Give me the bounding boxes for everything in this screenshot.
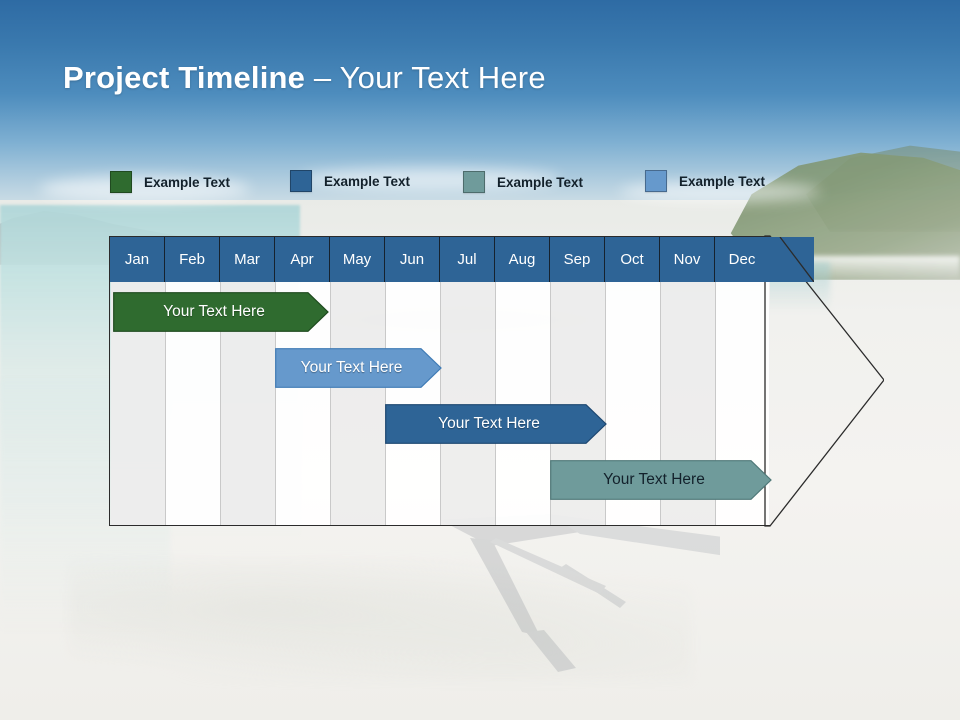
timeline-column-mar (220, 238, 275, 525)
month-header-jul[interactable]: Jul (439, 237, 494, 282)
timeline-column-jan (111, 238, 165, 525)
legend-item-green[interactable]: Example Text (110, 171, 230, 193)
month-header-feb[interactable]: Feb (164, 237, 219, 282)
month-header-row: Jan Feb Mar Apr May Jun Jul Aug Sep Oct … (110, 237, 769, 282)
timeline-column-jul (440, 238, 495, 525)
timeline-bar-label: Your Text Here (300, 359, 403, 376)
legend-label: Example Text (144, 174, 231, 190)
legend-item-dark-blue[interactable]: Example Text (290, 170, 410, 192)
legend-label: Example Text (324, 173, 411, 189)
month-header-nov[interactable]: Nov (659, 237, 714, 282)
month-header-sep[interactable]: Sep (549, 237, 604, 282)
background-cloud (620, 182, 820, 202)
legend-swatch-teal-icon (463, 171, 485, 193)
background-cloud (40, 176, 250, 202)
legend-label: Example Text (679, 173, 766, 189)
background-cloud (300, 168, 560, 190)
legend-swatch-dark-blue-icon (290, 170, 312, 192)
legend: Example Text Example Text Example Text E… (110, 170, 830, 196)
month-header-jan[interactable]: Jan (110, 237, 164, 282)
legend-label: Example Text (497, 174, 584, 190)
month-header-oct[interactable]: Oct (604, 237, 659, 282)
timeline-bar-dark-blue[interactable]: Your Text Here (385, 404, 607, 444)
month-header-jun[interactable]: Jun (384, 237, 439, 282)
timeline-bar-light-blue[interactable]: Your Text Here (275, 348, 442, 388)
timeline-bar-teal[interactable]: Your Text Here (550, 460, 772, 500)
legend-swatch-light-blue-icon (645, 170, 667, 192)
background-sand-ripples (70, 560, 690, 680)
timeline-bar-green[interactable]: Your Text Here (113, 292, 329, 332)
month-header-apr[interactable]: Apr (274, 237, 329, 282)
background-chair-shadow (430, 512, 720, 687)
month-header-aug[interactable]: Aug (494, 237, 549, 282)
timeline-bar-label: Your Text Here (438, 415, 540, 432)
page-title-light: – Your Text Here (305, 60, 546, 95)
timeline-bar-label: Your Text Here (163, 303, 265, 320)
month-header-dec[interactable]: Dec (714, 237, 769, 282)
month-header-mar[interactable]: Mar (219, 237, 274, 282)
month-header-may[interactable]: May (329, 237, 384, 282)
timeline-chart: Jan Feb Mar Apr May Jun Jul Aug Sep Oct … (109, 235, 884, 527)
page-title-strong: Project Timeline (63, 60, 306, 95)
timeline-bar-label: Your Text Here (603, 471, 705, 488)
page-title: Project Timeline – Your Text Here (63, 60, 546, 96)
timeline-column-feb (165, 238, 220, 525)
legend-swatch-green-icon (110, 171, 132, 193)
legend-item-light-blue[interactable]: Example Text (645, 170, 765, 192)
month-header-wedge (769, 237, 814, 282)
legend-item-teal[interactable]: Example Text (463, 171, 583, 193)
timeline-column-aug (495, 238, 550, 525)
